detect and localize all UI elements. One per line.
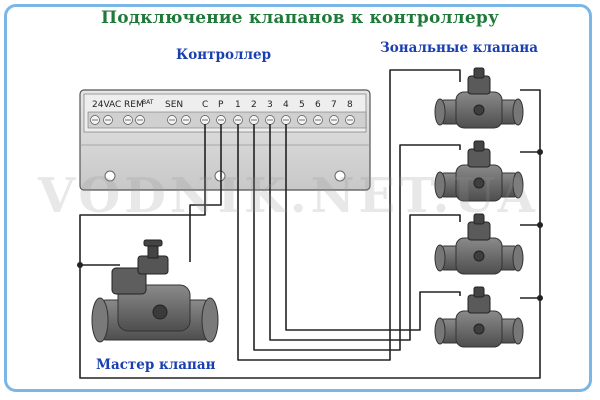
bat-label: BAT: [142, 99, 154, 106]
terminal-5: 5: [299, 100, 305, 110]
terminal-block: [87, 111, 367, 129]
zone-4-wire: [285, 124, 461, 331]
zone-2-wire: [253, 124, 461, 351]
zone-1-wire: [237, 69, 461, 361]
junction-dots: [77, 149, 543, 301]
terminal-group-sen: SEN: [165, 100, 183, 110]
master-valve-label: Мастер клапан: [96, 357, 216, 373]
terminal-group-rem: REM: [124, 100, 144, 110]
master-valve: [91, 239, 219, 343]
terminal-1: 1: [235, 100, 241, 110]
controller: 24VAC REM BAT SEN: [79, 89, 371, 191]
wires: [79, 69, 541, 379]
zone-valve-1: [434, 67, 524, 129]
zone-valves-label: Зональные клапана: [380, 40, 539, 56]
zone-valve-4: [434, 286, 524, 348]
terminal-4: 4: [283, 100, 289, 110]
master-pump-wire: [189, 124, 222, 262]
terminal-7: 7: [331, 100, 337, 110]
zone-3-wire: [269, 124, 461, 341]
terminal-3: 3: [267, 100, 273, 110]
controller-label: Контроллер: [176, 47, 272, 63]
terminal-6: 6: [315, 100, 321, 110]
terminal-8: 8: [347, 100, 353, 110]
terminal-p: P: [218, 100, 224, 110]
diagram-title: Подключение клапанов к контроллеру: [100, 8, 500, 28]
terminal-group-24vac: 24VAC: [92, 100, 121, 110]
terminal-c: C: [202, 100, 208, 110]
common-wire: [79, 89, 541, 379]
terminal-2: 2: [251, 100, 257, 110]
watermark: VODNIK.NET.UA: [38, 168, 539, 224]
